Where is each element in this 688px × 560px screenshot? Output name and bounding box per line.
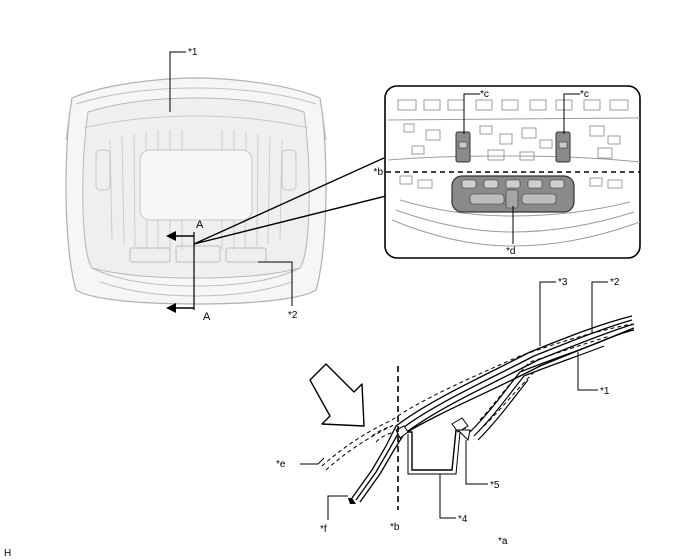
leader-sec-f: [327, 495, 348, 520]
hood-inner-panel: [469, 329, 635, 441]
label-sec-1: *1: [600, 386, 610, 397]
inset-contents: [386, 99, 640, 247]
label-sec-2: *2: [610, 277, 620, 288]
hood-lock-bracket-inner: [407, 431, 461, 475]
leader-sec-e: [300, 457, 325, 465]
label-inset-d: *d: [506, 246, 515, 257]
label-c1-top: *1: [188, 47, 198, 58]
leader-sec-2: [591, 281, 608, 334]
leader-c2-top: [258, 261, 293, 306]
label-section-a-lower: A: [203, 311, 211, 323]
hood-overview: *1 *2 A A: [65, 47, 387, 323]
inset-detail: *c *c *b *d: [374, 85, 641, 259]
push-direction-arrow: [309, 363, 365, 427]
hood-right-slot: [281, 149, 297, 191]
inset-lower-structure: [391, 175, 640, 247]
leader-inset-c-left: [463, 93, 480, 134]
hood-lock-area: [91, 245, 301, 297]
label-section-a-upper: A: [196, 219, 204, 231]
leader-c1-top: [169, 51, 186, 112]
section-clips: [395, 417, 471, 442]
label-sec-5: *5: [490, 480, 500, 491]
section-view: *3 *2 *1 *5 *4 *e *f *b *a: [276, 277, 635, 547]
hood-front-flange-2: [83, 115, 309, 129]
section-arrowhead-lower: [166, 303, 176, 313]
section-arrowhead-upper: [166, 231, 176, 241]
hood-right-hinge-edge: [321, 109, 327, 141]
hood-left-hinge-edge: [65, 109, 71, 141]
label-c2-top: *2: [288, 310, 298, 321]
label-sec-3: *3: [558, 277, 568, 288]
displaced-panel-outline: [321, 323, 633, 471]
hood-front-edge: [348, 498, 356, 504]
hood-left-slot: [95, 149, 111, 191]
inset-lock-part-d: [451, 175, 575, 213]
label-sec-a: *a: [498, 536, 508, 547]
hood-front-flange: [75, 87, 317, 105]
corner-mark-h: H: [4, 548, 11, 559]
inset-clip-right: [555, 131, 571, 163]
label-sec-f: *f: [320, 524, 327, 535]
leader-inset-c-right: [563, 93, 580, 134]
label-inset-b: *b: [374, 167, 384, 178]
leader-sec-1: [577, 352, 598, 391]
label-inset-c-right: *c: [580, 89, 589, 100]
hood-center-panel: [139, 149, 253, 221]
leader-sec-4: [439, 474, 456, 519]
hood-outer-panel: [351, 315, 635, 503]
label-sec-b: *b: [390, 522, 400, 533]
zoom-pointer: [193, 157, 387, 245]
leader-sec-5: [465, 440, 488, 485]
label-inset-c-left: *c: [480, 89, 489, 100]
label-sec-e: *e: [276, 459, 286, 470]
inset-clip-left: [455, 131, 471, 163]
leader-sec-3: [539, 281, 556, 346]
label-sec-4: *4: [458, 514, 468, 525]
